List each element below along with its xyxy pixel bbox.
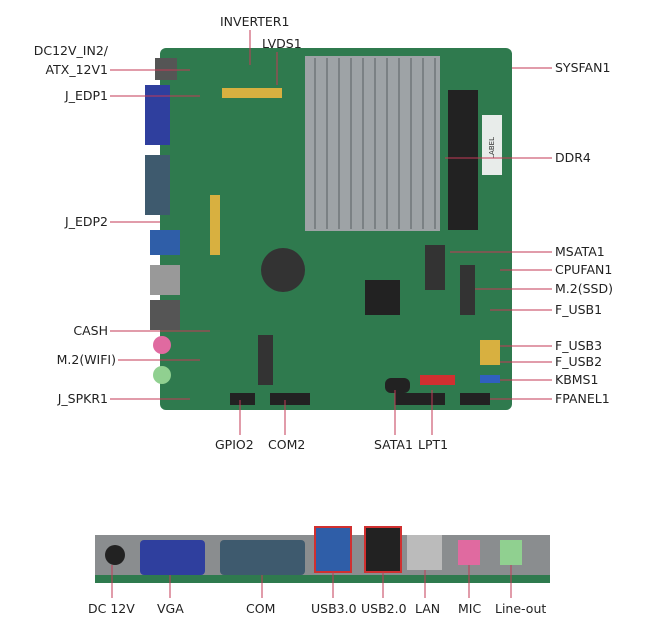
label-dc12v-in2: DC12V_IN2/ xyxy=(33,43,108,58)
label-j-edp2: J_EDP2 xyxy=(65,214,108,229)
vga-port xyxy=(145,85,170,145)
label-sysfan1: SYSFAN1 xyxy=(555,60,611,75)
heatsink xyxy=(305,56,440,231)
label-atx-12v1: ATX_12V1 xyxy=(45,62,108,77)
label-io-usb3: USB3.0 xyxy=(311,601,357,616)
io-panel xyxy=(95,526,550,583)
label-io-lineout: Line-out xyxy=(495,601,547,616)
label-lvds1: LVDS1 xyxy=(262,36,302,51)
memory-label xyxy=(482,115,502,175)
label-cash: CASH xyxy=(73,323,108,338)
label-cpufan1: CPUFAN1 xyxy=(555,262,613,277)
svg-text:LABEL: LABEL xyxy=(488,137,496,159)
label-io-dc12v: DC 12V xyxy=(88,601,135,616)
ddr4-slot xyxy=(448,90,478,230)
label-lpt1: LPT1 xyxy=(418,437,449,452)
label-fpanel1: FPANEL1 xyxy=(555,391,610,406)
label-m2-ssd: M.2(SSD) xyxy=(555,281,613,296)
com-port xyxy=(145,155,170,215)
label-io-mic: MIC xyxy=(458,601,482,616)
label-io-vga: VGA xyxy=(157,601,184,616)
label-j-spkr1: J_SPKR1 xyxy=(57,391,108,406)
label-kbms1: KBMS1 xyxy=(555,372,599,387)
label-sata1: SATA1 xyxy=(374,437,413,452)
label-m2-wifi: M.2(WIFI) xyxy=(56,352,116,367)
label-j-edp1: J_EDP1 xyxy=(65,88,108,103)
label-io-lan: LAN xyxy=(415,601,441,616)
label-gpio2: GPIO2 xyxy=(215,437,254,452)
label-msata1: MSATA1 xyxy=(555,244,605,259)
label-f-usb3: F_USB3 xyxy=(555,338,603,353)
label-com2: COM2 xyxy=(268,437,306,452)
label-ddr4: DDR4 xyxy=(555,150,591,165)
motherboard: LABEL xyxy=(145,48,512,410)
label-inverter1: INVERTER1 xyxy=(220,14,290,29)
label-io-usb2: USB2.0 xyxy=(361,601,407,616)
label-io-com: COM xyxy=(246,601,276,616)
label-f-usb2: F_USB2 xyxy=(555,354,603,369)
callout-lines xyxy=(110,30,552,598)
label-f-usb1: F_USB1 xyxy=(555,302,603,317)
